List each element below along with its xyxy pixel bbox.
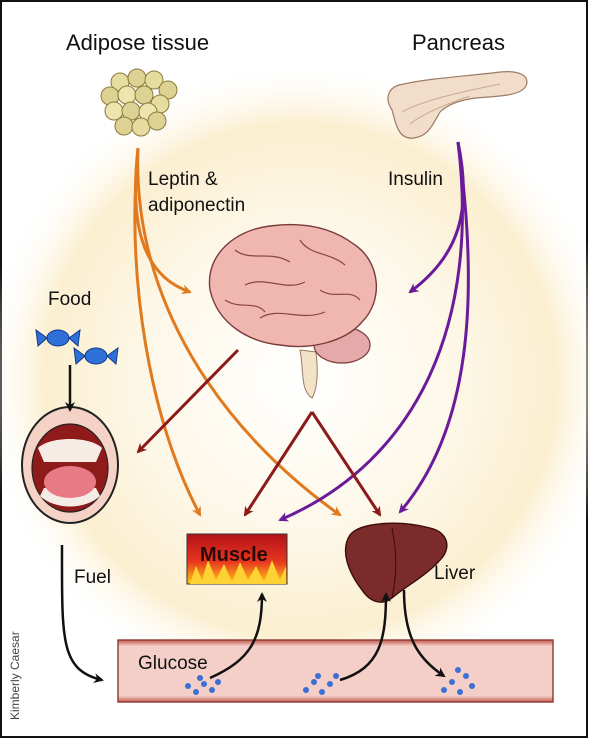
food-label: Food: [48, 289, 92, 310]
background-glow: [0, 60, 590, 700]
candy-icon: [35, 328, 119, 366]
muscle-icon: [186, 533, 288, 585]
leptin-label-line2: adiponectin: [148, 195, 246, 216]
black-arrows: [60, 365, 446, 684]
muscle-label: Muscle: [200, 544, 268, 566]
liver-icon: [344, 522, 448, 603]
insulin-arrows: [278, 141, 470, 522]
mouth-icon: [21, 406, 119, 524]
brain-arrows: [136, 348, 382, 517]
fuel-label: Fuel: [74, 567, 111, 588]
fat-cells-icon: [100, 68, 178, 137]
brain-icon: [208, 223, 377, 399]
leptin-label-line1: Leptin &: [148, 169, 218, 190]
leptin-arrows: [133, 147, 342, 517]
insulin-label: Insulin: [388, 169, 443, 190]
liver-label: Liver: [434, 563, 476, 584]
pancreas-icon: [387, 71, 528, 139]
credit-label: Kimberly Caesar: [8, 631, 22, 720]
blood-vessel-icon: [117, 639, 554, 703]
pancreas-label: Pancreas: [412, 30, 505, 55]
adipose-tissue-label: Adipose tissue: [66, 30, 210, 55]
glucose-label: Glucose: [138, 653, 208, 674]
